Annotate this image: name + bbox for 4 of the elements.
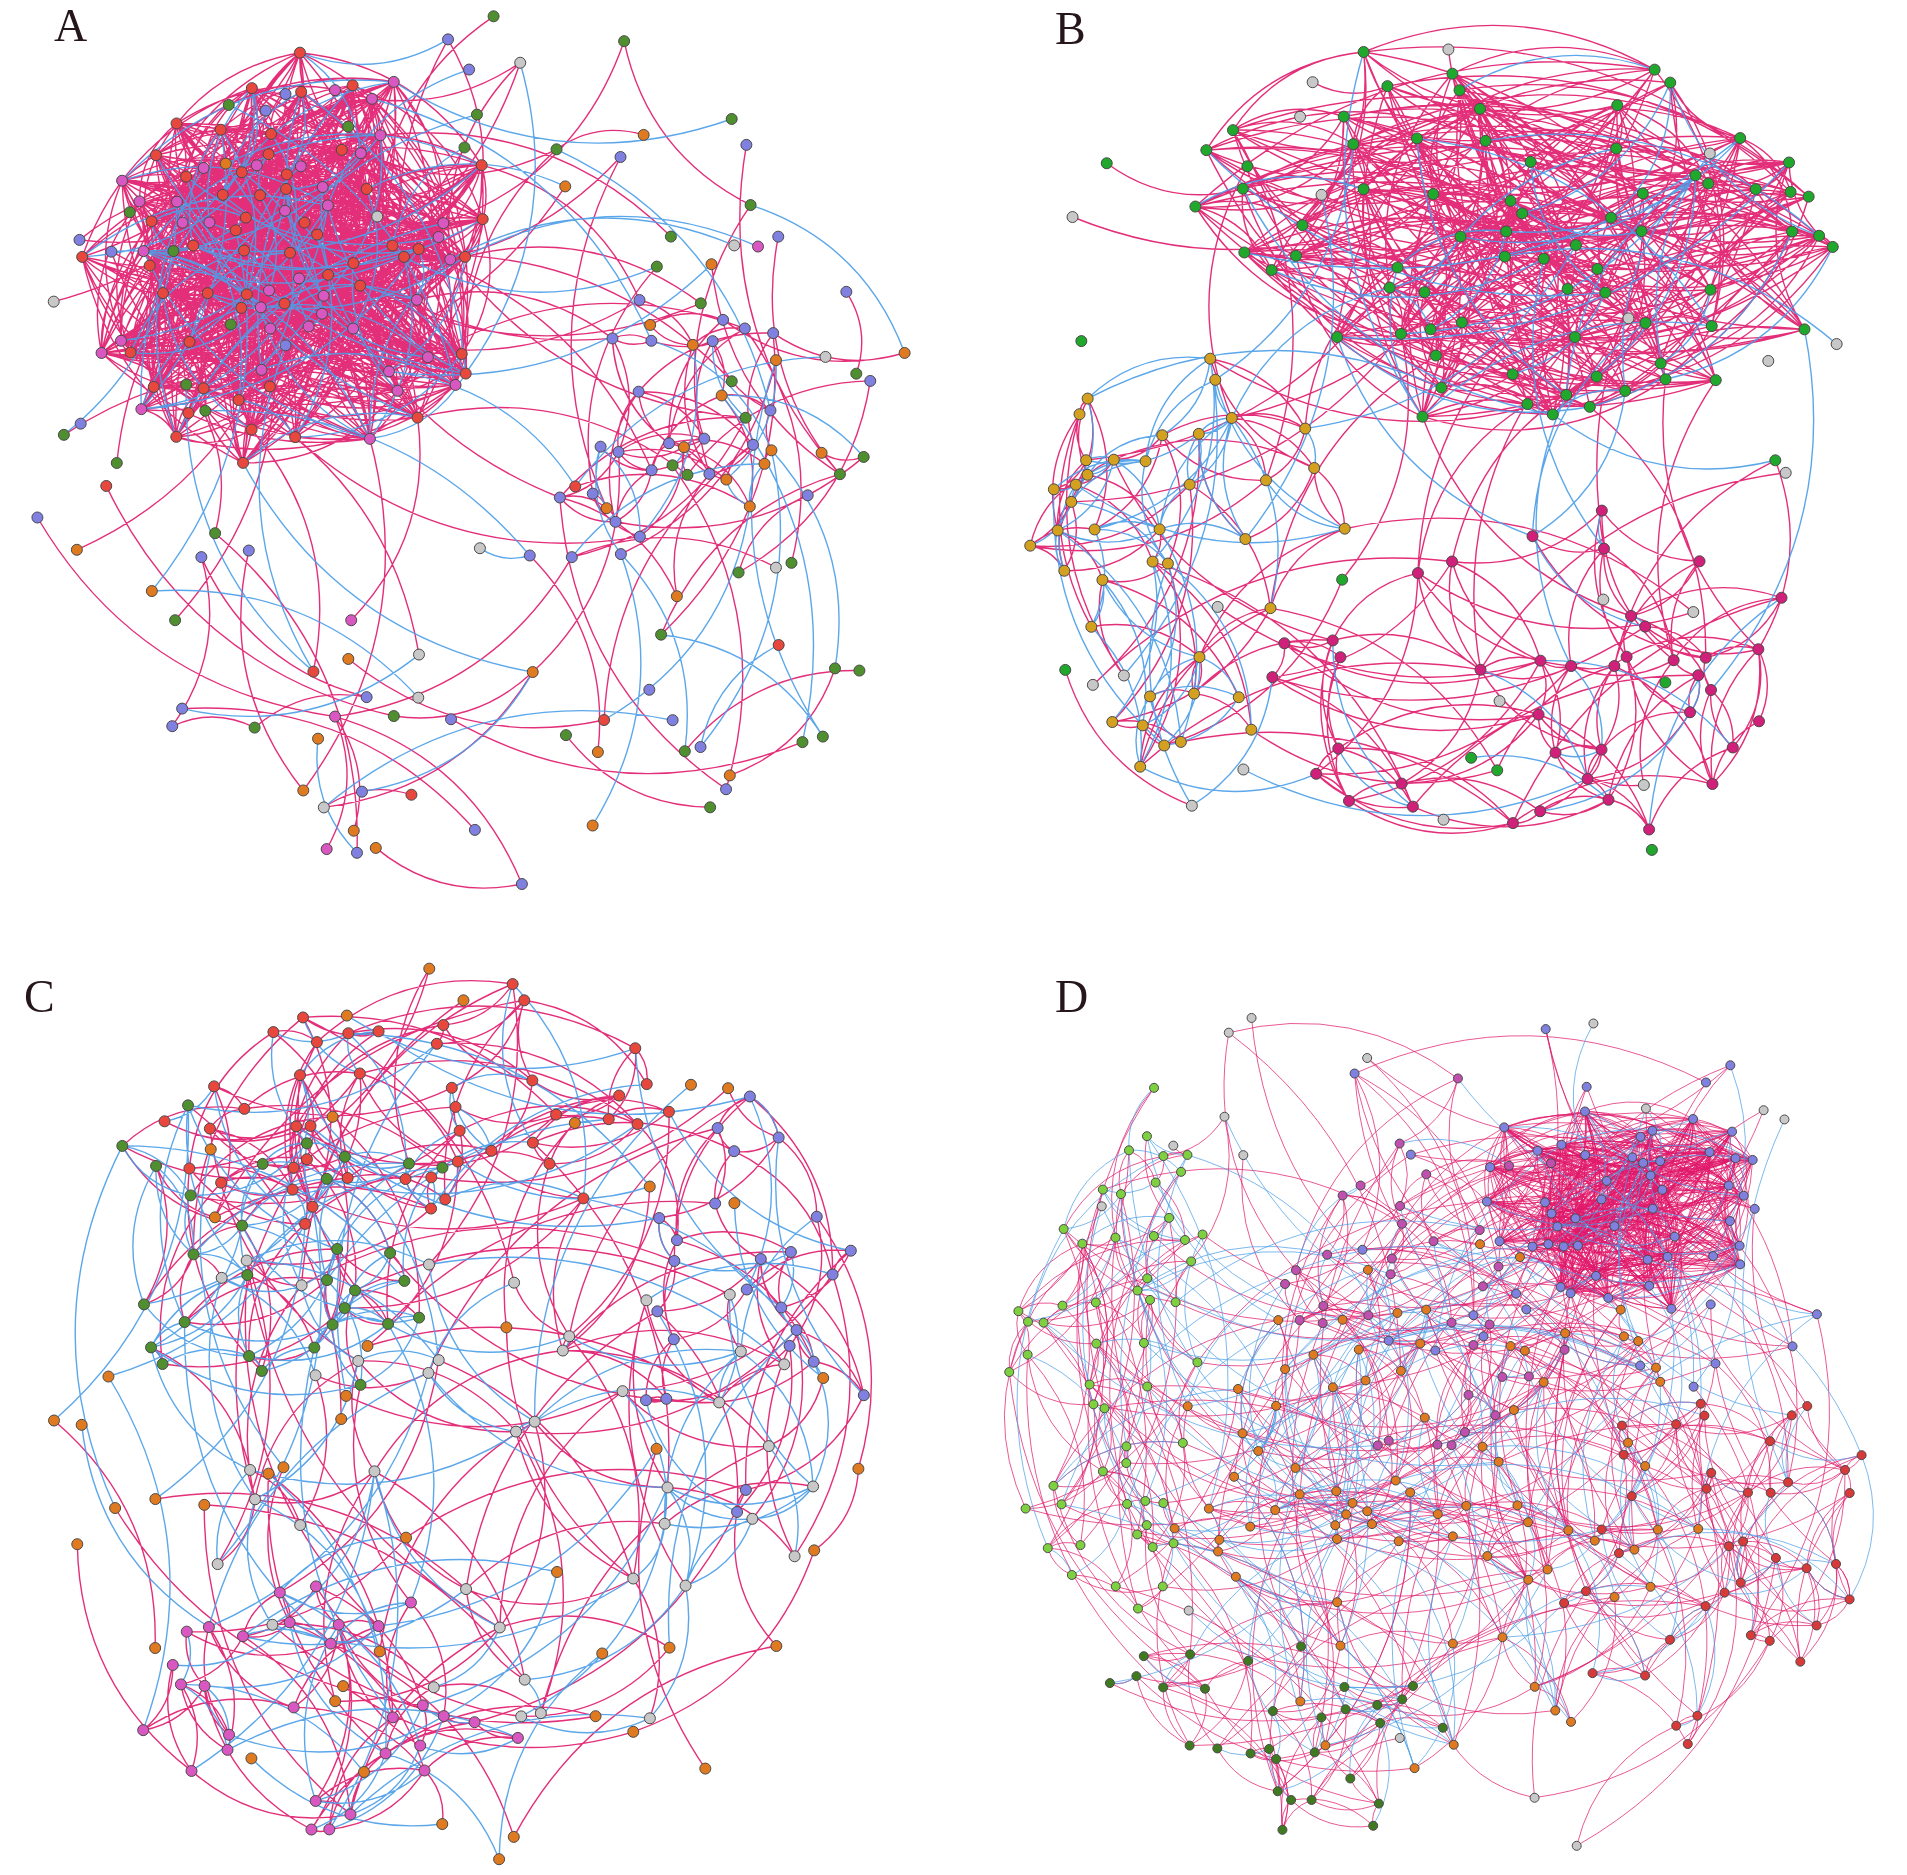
panel-label: B [1055,6,1086,52]
panel-label: A [54,3,88,49]
panel-label: D [1055,974,1089,1020]
panel-label: C [24,974,55,1020]
